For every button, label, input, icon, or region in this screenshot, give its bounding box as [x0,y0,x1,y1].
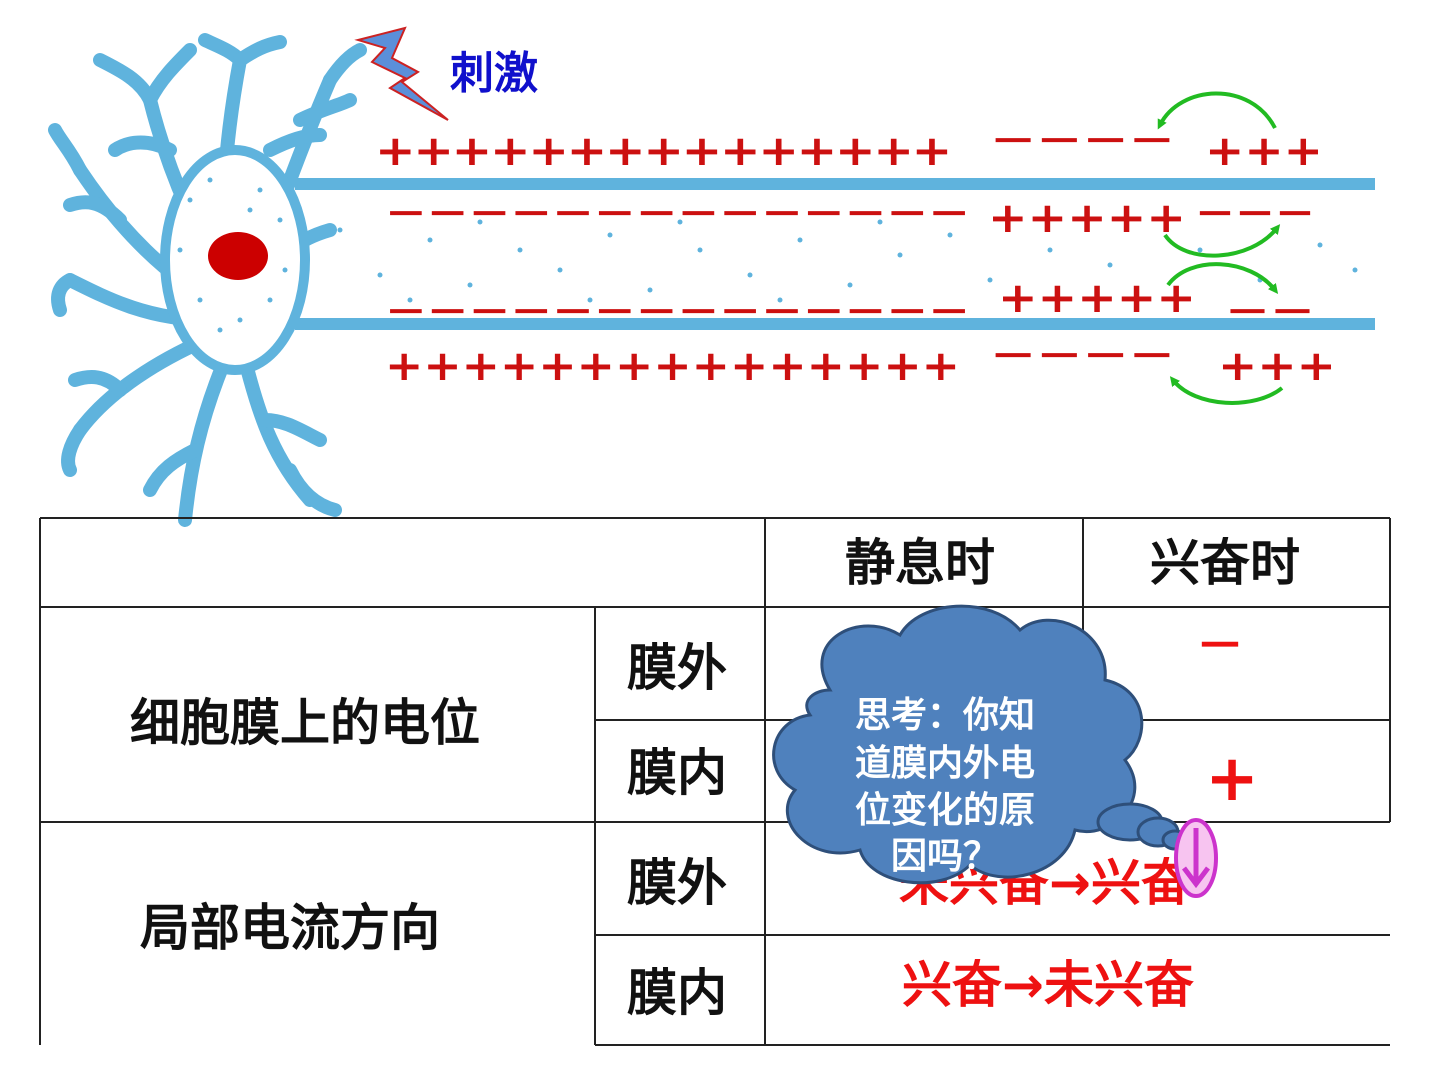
row-label-potential: 细胞膜上的电位 [130,694,480,752]
next-arrow-button[interactable] [1174,818,1218,898]
nucleus [208,232,268,280]
current-arrow-inner-top [1163,224,1281,258]
summary-table [39,517,1391,1046]
current-arrow-outer-top [1157,91,1277,130]
current-outside-label: 膜外 [627,854,727,912]
stimulus-lightning [354,26,449,121]
charge-outer-bottom-rest: +++++++++++++++ [385,341,960,390]
charge-outer-bottom-excited: －－－－ [990,334,1175,380]
current-arrow-outer-bottom [1169,376,1284,405]
neuron-cell-body [48,33,367,527]
cytoplasm-dots [177,177,293,333]
thought-line-4: 因吗？ [891,836,999,877]
charge-outer-top-ahead: +++ [1205,126,1323,175]
local-current-arrows [1157,91,1284,405]
current-inside-value: 兴奋→未兴奋 [902,956,1194,1014]
excited-inside-value: + [1205,742,1259,816]
charge-inner-bottom-ahead: －－ [1225,290,1315,336]
charge-outer-bottom-ahead: +++ [1218,341,1336,390]
axoplasm-dots [337,219,1358,303]
charge-inner-top-rest: －－－－－－－－－－－－－－ [385,192,970,238]
potential-outside-label: 膜外 [627,639,727,697]
excited-outside-value: － [1196,618,1244,674]
charge-outer-top-excited: －－－－ [990,119,1175,165]
charge-inner-bottom-rest: －－－－－－－－－－－－－－ [385,290,970,336]
thought-line-1: 思考：你知 [855,695,1035,736]
axon-membrane-top [295,178,1375,190]
membrane-charges: +++++++++++++++ －－－－ +++ －－－－－－－－－－－－－－ … [375,119,1336,390]
header-excited: 兴奋时 [1150,534,1300,592]
thought-bubble: 思考：你知 道膜内外电 位变化的原 因吗？ [772,604,1189,885]
thought-line-3: 位变化的原 [855,789,1035,831]
axon [295,178,1375,330]
charge-outer-top-rest: +++++++++++++++ [375,126,950,175]
charge-inner-bottom-excited: +++++ [998,273,1196,322]
stimulus-label: 刺激 [450,48,538,99]
current-inside-label: 膜内 [627,964,727,1022]
charge-inner-top-ahead: －－－ [1195,192,1315,238]
thought-line-2: 道膜内外电 [855,743,1035,784]
charge-inner-top-excited: +++++ [988,193,1186,242]
current-arrow-inner-bottom [1166,262,1279,294]
row-label-current: 局部电流方向 [140,899,440,957]
header-resting: 静息时 [845,534,995,592]
arrow-down-icon [1182,828,1210,889]
axon-membrane-bottom [295,318,1375,330]
potential-inside-label: 膜内 [627,744,727,802]
